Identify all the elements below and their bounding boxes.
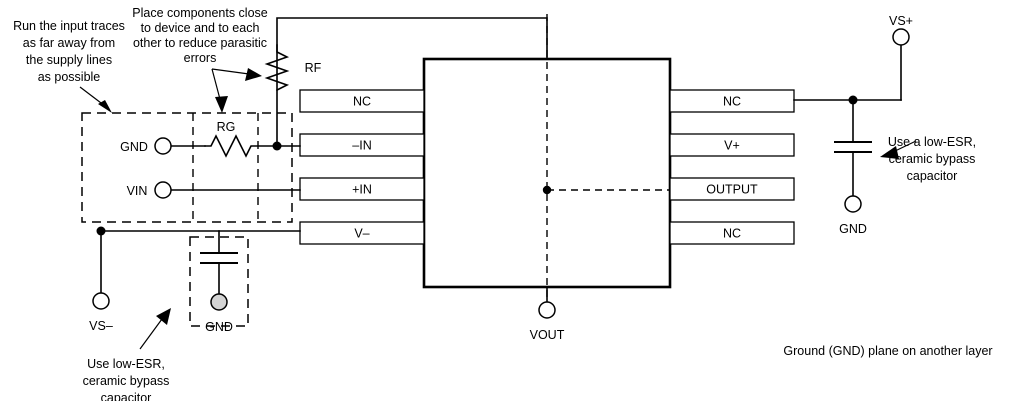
label-rg: RG [217, 120, 236, 134]
pin-box-right-1 [669, 89, 795, 113]
pin-box-left-4 [299, 221, 425, 245]
terminal-label-gnd-input: GND [120, 140, 148, 154]
terminal-vin[interactable] [154, 181, 172, 199]
pin-label-left-noninverting-input: +IN [352, 182, 372, 196]
note-right-cap-line-3: capacitor [907, 169, 958, 183]
pin-label-right-output: OUTPUT [706, 182, 758, 196]
arrowhead-place-components-down [215, 96, 228, 113]
terminal-vs-minus[interactable] [92, 292, 110, 310]
terminal-gnd-input[interactable] [154, 137, 172, 155]
terminal-label-gnd-right-cap: GND [839, 222, 867, 236]
pin-box-right-3 [669, 177, 795, 201]
pin-box-right-4 [669, 221, 795, 245]
terminal-vout[interactable] [538, 301, 556, 319]
pin-box-right-2 [669, 133, 795, 157]
wire-feedback-top [276, 17, 548, 91]
caption-ground-plane: Ground (GND) plane on another layer [783, 344, 992, 358]
terminal-label-vs-minus: VS– [89, 319, 113, 333]
arrowhead-left-cap [156, 308, 171, 325]
label-rf: RF [305, 61, 322, 75]
terminal-label-gnd-left-cap: GND [205, 320, 233, 334]
pin-label-left-inverting-input: –IN [352, 138, 371, 152]
note-right-cap-line-2: ceramic bypass [889, 152, 976, 166]
note-place-components-line-1: Place components close [132, 6, 268, 20]
ic-center-node-dot [542, 185, 552, 195]
terminal-label-vin: VIN [127, 184, 148, 198]
note-left-cap-line-2: ceramic bypass [83, 374, 170, 388]
arrowhead-input-traces [98, 100, 112, 113]
pin-box-left-1 [299, 89, 425, 113]
input-trace-dashed-region [81, 112, 293, 223]
note-place-components-line-3: other to reduce parasitic [133, 36, 267, 50]
terminal-vs-plus[interactable] [892, 28, 910, 46]
note-place-components-line-4: errors [184, 51, 217, 65]
resistor-rf-symbol [264, 44, 290, 147]
pin-box-left-2 [299, 133, 425, 157]
pin-label-right-nc-bottom: NC [723, 226, 741, 240]
note-input-traces-line-2: as far away from [23, 36, 115, 50]
pin-label-right-vplus: V+ [724, 138, 740, 152]
note-input-traces-line-1: Run the input traces [13, 19, 125, 33]
arrowhead-right-cap [880, 146, 899, 159]
note-place-components-line-2: to device and to each [141, 21, 260, 35]
note-input-traces-line-4: as possible [38, 70, 101, 84]
pin-label-right-nc-top: NC [723, 94, 741, 108]
leader-place-components-right [211, 68, 250, 75]
pin-label-left-nc-top: NC [353, 94, 371, 108]
terminal-gnd-left-cap[interactable] [210, 293, 228, 311]
note-left-cap-line-1: Use low-ESR, [87, 357, 165, 371]
note-input-traces-line-3: the supply lines [26, 53, 112, 67]
terminal-label-vout: VOUT [530, 328, 565, 342]
leader-left-cap [139, 318, 163, 350]
terminal-gnd-right-cap[interactable] [844, 195, 862, 213]
terminal-label-vs-plus: VS+ [889, 14, 913, 28]
note-left-cap-line-3: capacitor [101, 391, 152, 401]
pin-label-left-vminus: V– [354, 226, 369, 240]
resistor-rg-symbol [204, 134, 278, 158]
arrowhead-place-components-right [245, 68, 262, 81]
pin-box-left-3 [299, 177, 425, 201]
note-right-cap-line-1: Use a low-ESR, [888, 135, 976, 149]
